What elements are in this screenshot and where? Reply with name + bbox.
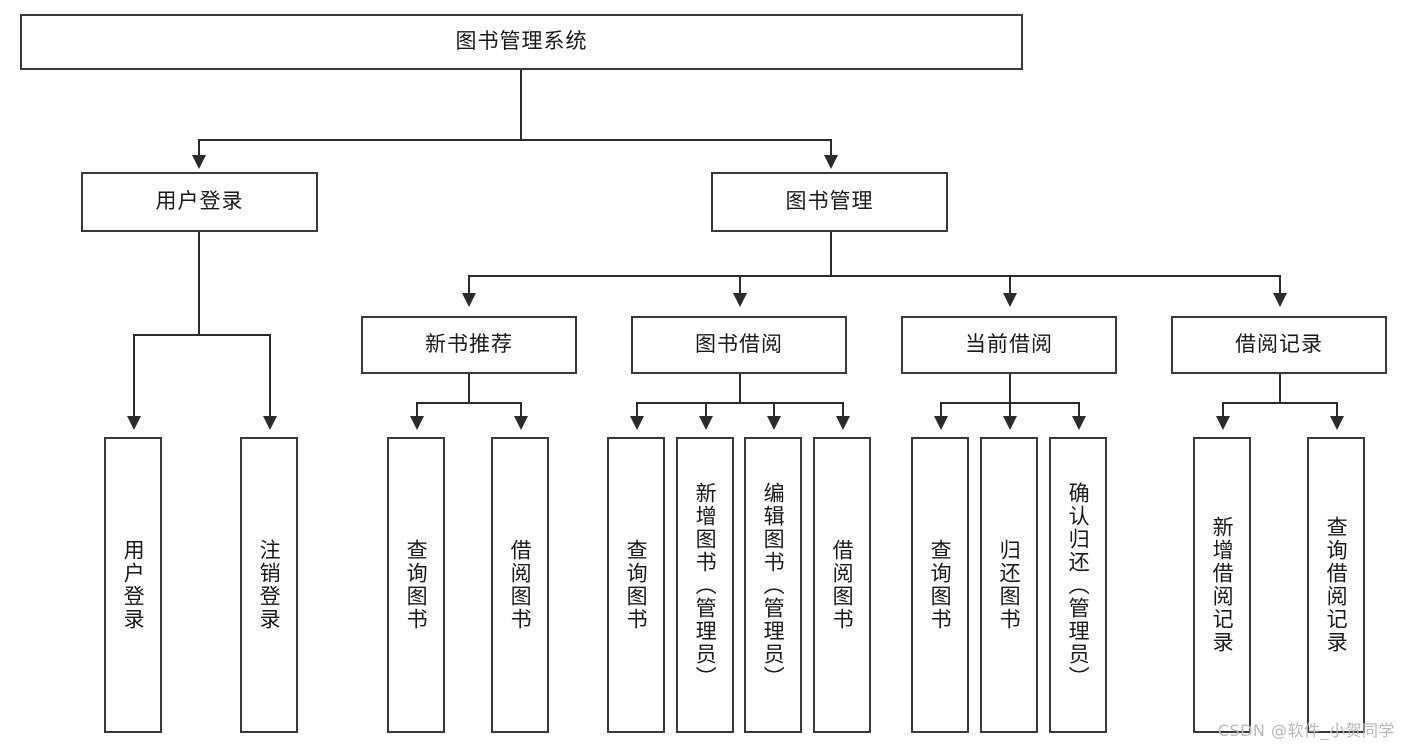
node-label: 借阅记录 [1235, 332, 1323, 357]
node-label: 新增借阅记录 [1210, 516, 1235, 654]
edge-user-login-bus [133, 334, 271, 336]
node-label: 当前借阅 [965, 332, 1053, 357]
arrow-new-book-leaf2 [514, 416, 528, 430]
node-label: 编辑图书（管理员） [761, 481, 786, 689]
arrow-to-new-book-recommend [462, 293, 476, 307]
node-label: 图书管理 [785, 189, 874, 214]
edge-book-mgmt-bus [468, 275, 1280, 277]
edge-book-mgmt-stem [830, 232, 832, 276]
leaf-borrow-book[interactable]: 借阅图书 [813, 437, 871, 733]
leaf-edit-book-admin[interactable]: 编辑图书（管理员） [744, 437, 802, 733]
csdn-watermark: CSDN @软件_小贺同学 [1217, 721, 1395, 740]
edge-root-to-book-mgmt [830, 139, 832, 157]
arrow-new-book-leaf1 [410, 416, 424, 430]
arrow-current-borrow-leaf1 [934, 416, 948, 430]
node-book-management[interactable]: 图书管理 [711, 172, 948, 232]
edge-root-to-user-login [198, 139, 200, 157]
arrow-to-user-login [192, 155, 206, 169]
leaf-query-book-borrow[interactable]: 查询图书 [607, 437, 665, 733]
node-label: 图书管理系统 [455, 29, 588, 54]
node-current-borrow[interactable]: 当前借阅 [901, 316, 1117, 374]
node-label: 用户登录 [155, 189, 244, 214]
edge-book-borrow-bus [636, 402, 844, 404]
node-label: 查询图书 [624, 539, 649, 631]
arrow-to-borrow-record [1273, 293, 1287, 307]
node-user-login[interactable]: 用户登录 [81, 172, 318, 232]
edge-book-borrow-leaf3 [773, 402, 775, 418]
node-label: 确认归还（管理员） [1066, 481, 1091, 689]
edge-current-borrow-leaf3 [1078, 402, 1080, 418]
node-borrow-record[interactable]: 借阅记录 [1171, 316, 1387, 374]
edge-to-borrow-record [1279, 275, 1281, 295]
arrow-borrow-record-leaf2 [1330, 416, 1344, 430]
edge-new-book-leaf2 [520, 402, 522, 418]
edge-to-book-borrow [739, 275, 741, 295]
edge-user-login-stem [198, 232, 200, 335]
arrow-to-book-mgmt [824, 155, 838, 169]
edge-new-book-leaf1 [416, 402, 418, 418]
node-new-book-recommend[interactable]: 新书推荐 [361, 316, 577, 374]
edge-root-stem [520, 70, 522, 140]
node-label: 用户登录 [121, 539, 146, 631]
edge-user-login-to-leaf2 [269, 334, 271, 418]
leaf-query-book-recommend[interactable]: 查询图书 [387, 437, 445, 733]
arrow-to-book-borrow [733, 293, 747, 307]
edge-root-bus [198, 139, 832, 141]
edge-to-new-book [468, 275, 470, 295]
leaf-borrow-book-recommend[interactable]: 借阅图书 [491, 437, 549, 733]
leaf-return-book[interactable]: 归还图书 [980, 437, 1038, 733]
node-label: 归还图书 [997, 539, 1022, 631]
edge-new-book-bus [416, 402, 521, 404]
leaf-add-borrow-record[interactable]: 新增借阅记录 [1193, 437, 1251, 733]
edge-book-borrow-stem [739, 374, 741, 403]
edge-borrow-record-stem [1279, 374, 1281, 403]
arrow-to-current-borrow [1003, 293, 1017, 307]
leaf-add-book-admin[interactable]: 新增图书（管理员） [676, 437, 734, 733]
node-label: 新书推荐 [425, 332, 513, 357]
arrow-current-borrow-leaf2 [1003, 416, 1017, 430]
leaf-confirm-return-admin[interactable]: 确认归还（管理员） [1049, 437, 1107, 733]
arrow-current-borrow-leaf3 [1072, 416, 1086, 430]
arrow-to-user-login-leaf [127, 416, 141, 430]
edge-user-login-to-leaf1 [133, 334, 135, 418]
node-book-borrow[interactable]: 图书借阅 [631, 316, 847, 374]
leaf-query-borrow-record[interactable]: 查询借阅记录 [1307, 437, 1365, 733]
arrow-book-borrow-leaf3 [767, 416, 781, 430]
node-label: 新增图书（管理员） [693, 481, 718, 689]
arrow-book-borrow-leaf2 [699, 416, 713, 430]
edge-borrow-record-bus [1222, 402, 1337, 404]
edge-current-borrow-leaf2 [1009, 402, 1011, 418]
edge-to-current-borrow [1009, 275, 1011, 295]
edge-current-borrow-leaf1 [940, 402, 942, 418]
node-label: 借阅图书 [508, 539, 533, 631]
leaf-user-login[interactable]: 用户登录 [104, 437, 162, 733]
edge-borrow-record-leaf2 [1336, 402, 1338, 418]
edge-current-borrow-stem [1009, 374, 1011, 403]
edge-book-borrow-leaf1 [636, 402, 638, 418]
node-label: 图书借阅 [695, 332, 783, 357]
edge-new-book-stem [468, 374, 470, 403]
edge-borrow-record-leaf1 [1222, 402, 1224, 418]
edge-book-borrow-leaf2 [705, 402, 707, 418]
leaf-query-book-current[interactable]: 查询图书 [911, 437, 969, 733]
arrow-to-logout-leaf [263, 416, 277, 430]
node-label: 注销登录 [257, 539, 282, 631]
leaf-logout[interactable]: 注销登录 [240, 437, 298, 733]
node-label: 查询图书 [404, 539, 429, 631]
node-label: 借阅图书 [830, 539, 855, 631]
node-label: 查询图书 [928, 539, 953, 631]
arrow-book-borrow-leaf1 [630, 416, 644, 430]
arrow-book-borrow-leaf4 [836, 416, 850, 430]
node-root-system[interactable]: 图书管理系统 [20, 14, 1023, 70]
node-label: 查询借阅记录 [1324, 516, 1349, 654]
edge-book-borrow-leaf4 [842, 402, 844, 418]
arrow-borrow-record-leaf1 [1216, 416, 1230, 430]
